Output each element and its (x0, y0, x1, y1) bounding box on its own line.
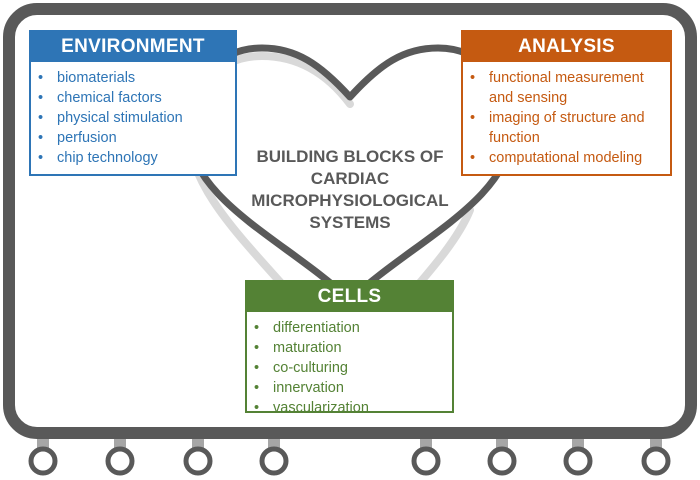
environment-title: ENVIRONMENT (31, 32, 235, 62)
bullet-icon: • (38, 70, 44, 86)
binder-ring-icon (183, 446, 213, 476)
bullet-icon: • (470, 110, 476, 126)
environment-item: • physical stimulation (31, 108, 235, 128)
environment-box: ENVIRONMENT • biomaterials • chemical fact… (29, 30, 237, 176)
analysis-item: • computational modeling (463, 148, 670, 168)
binder-ring-icon (259, 446, 289, 476)
environment-item-label: physical stimulation (57, 110, 183, 126)
cells-box: CELLS • differentiation • maturation • co-c… (245, 280, 454, 416)
cells-item: • differentiation (247, 318, 452, 338)
cells-item: • maturation (247, 338, 452, 358)
analysis-list: • functional measurement and sensing • ima… (463, 62, 670, 168)
analysis-box: ANALYSIS • functional measurement and sen… (461, 30, 672, 176)
bullet-icon: • (254, 380, 260, 396)
environment-item: • perfusion (31, 128, 235, 148)
binder-ring-icon (411, 446, 441, 476)
center-title: BUILDING BLOCKS OF CARDIAC MICROPHYSIOLO… (251, 147, 449, 232)
analysis-item-label: computational modeling (489, 150, 643, 166)
binder-ring-icon (641, 446, 671, 476)
analysis-title: ANALYSIS (463, 32, 670, 62)
cells-item: • vascularization (247, 398, 452, 418)
binder-ring-icon (28, 446, 58, 476)
cells-item-label: maturation (273, 340, 342, 356)
environment-item-label: biomaterials (57, 70, 136, 86)
cells-item-label: co-culturing (273, 360, 348, 376)
cells-item: • innervation (247, 378, 452, 398)
cells-item-label: differentiation (273, 320, 360, 336)
environment-item: • biomaterials (31, 68, 235, 88)
bullet-icon: • (38, 130, 44, 146)
bullet-icon: • (38, 110, 44, 126)
environment-item: • chemical factors (31, 88, 235, 108)
cells-item-label: vascularization (273, 400, 369, 416)
analysis-item-label: imaging of structure and function (489, 110, 645, 146)
binder-rings (28, 446, 671, 476)
environment-item-label: chemical factors (57, 90, 162, 106)
analysis-item: • functional measurement and sensing (463, 68, 670, 108)
cells-item: • co-culturing (247, 358, 452, 378)
bullet-icon: • (254, 320, 260, 336)
environment-list: • biomaterials • chemical factors • physica… (31, 62, 235, 168)
binder-ring-icon (563, 446, 593, 476)
environment-item: • chip technology (31, 148, 235, 168)
bullet-icon: • (254, 400, 260, 416)
bullet-icon: • (470, 150, 476, 166)
bullet-icon: • (254, 360, 260, 376)
cells-item-label: innervation (273, 380, 344, 396)
binder-ring-icon (105, 446, 135, 476)
analysis-item: • imaging of structure and function (463, 108, 670, 148)
binder-ring-icon (487, 446, 517, 476)
analysis-item-label: functional measurement and sensing (489, 70, 644, 106)
bullet-icon: • (38, 90, 44, 106)
environment-item-label: chip technology (57, 150, 158, 166)
environment-item-label: perfusion (57, 130, 117, 146)
cells-list: • differentiation • maturation • co-culturi… (247, 312, 452, 418)
bullet-icon: • (38, 150, 44, 166)
bullet-icon: • (254, 340, 260, 356)
cells-title: CELLS (247, 282, 452, 312)
bullet-icon: • (470, 70, 476, 86)
